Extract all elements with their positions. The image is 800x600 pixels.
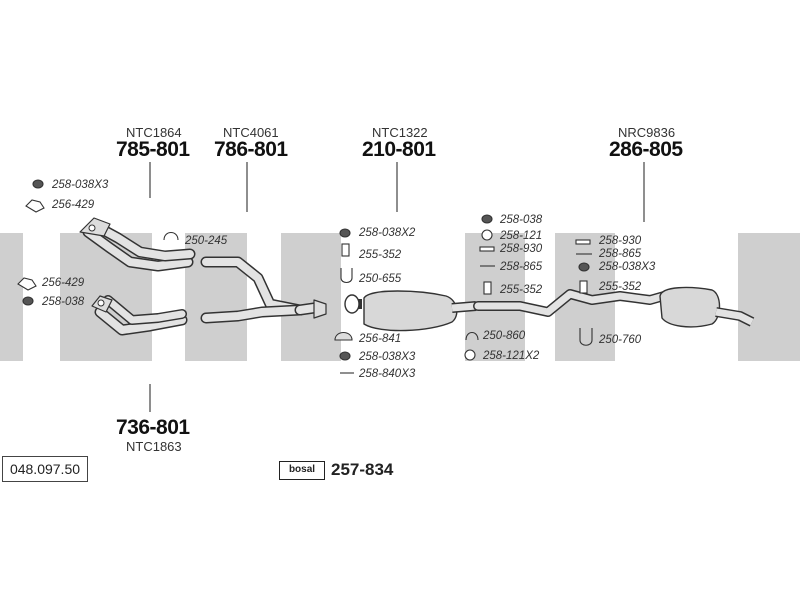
- fitting-label: 258-865: [500, 261, 543, 273]
- gasket-icon: [25, 199, 45, 213]
- reference-number: 048.097.50: [2, 456, 88, 482]
- clamp-icon: [465, 331, 479, 341]
- fitting-label: 258-038X3: [52, 179, 109, 191]
- nut-icon: [578, 262, 590, 272]
- part-number: 736-801: [116, 416, 190, 439]
- fitting-label: 250-860: [483, 330, 526, 342]
- nut-icon: [32, 179, 44, 189]
- fitting-label: 255-352: [599, 281, 642, 293]
- watermark: [0, 233, 800, 361]
- u-bolt-icon: [579, 328, 593, 346]
- ntc-code: NRC9836: [618, 125, 676, 140]
- y-pipe-786-801: [200, 256, 327, 324]
- part-number: 210-801: [362, 138, 436, 161]
- clamp-icon: [163, 231, 179, 241]
- part-number: 286-805: [609, 138, 683, 161]
- fitting-icons: [17, 179, 593, 374]
- fitting-label: 258-038X3: [359, 351, 416, 363]
- ring-icon: [481, 229, 493, 241]
- nut-icon: [481, 214, 493, 224]
- ntc-code: NTC4061: [223, 125, 279, 140]
- fitting-label: 250-760: [599, 334, 642, 346]
- rubber-mount-icon: [579, 280, 588, 294]
- fitting-label: 250-655: [359, 273, 402, 285]
- ntc-code: NTC1322: [372, 125, 428, 140]
- front-pipe-736-801: [91, 295, 188, 336]
- rear-silencer-286-805: [659, 286, 755, 328]
- part-number: 786-801: [214, 138, 288, 161]
- rubber-mount-icon: [483, 281, 492, 295]
- intermediate-pipe: [473, 289, 669, 317]
- ntc-code: NTC1863: [126, 439, 182, 454]
- fitting-label: 258-865: [599, 248, 642, 260]
- gasket-icon: [17, 277, 37, 291]
- fitting-label: 258-930: [500, 243, 543, 255]
- fitting-label: 255-352: [359, 249, 402, 261]
- fitting-label: 258-121X2: [483, 350, 540, 362]
- mount-icon: [334, 331, 353, 341]
- bosal-kit-number: 257-834: [331, 460, 394, 479]
- fitting-label: 258-038: [42, 296, 85, 308]
- ntc-code: NTC1864: [126, 125, 182, 140]
- front-pipe-785-801: [79, 217, 196, 272]
- leader-lines: [149, 162, 645, 412]
- nut-icon: [22, 296, 34, 306]
- fitting-label: 258-121: [500, 230, 543, 242]
- fitting-label: 258-038X3: [599, 261, 656, 273]
- fitting-label: 258-840X3: [359, 368, 416, 380]
- rubber-mount-icon: [341, 243, 350, 257]
- fitting-label: 258-038: [500, 214, 543, 226]
- ring-icon: [464, 349, 476, 361]
- fitting-label: 256-429: [42, 277, 85, 289]
- nut-icon: [339, 351, 351, 361]
- fitting-label: 256-841: [359, 333, 402, 345]
- fitting-label: 258-038X2: [359, 227, 416, 239]
- fitting-label: 255-352: [500, 284, 543, 296]
- centre-silencer-210-801: [344, 290, 477, 332]
- strap-icon: [575, 239, 591, 245]
- nut-icon: [339, 228, 351, 238]
- part-number: 785-801: [116, 138, 190, 161]
- fitting-label: 258-930: [599, 235, 642, 247]
- bosal-logo: bosal: [279, 461, 325, 480]
- u-bolt-icon: [340, 268, 353, 284]
- fitting-label: 250-245: [185, 235, 228, 247]
- fitting-label: 256-429: [52, 199, 95, 211]
- strap-icon: [479, 246, 495, 252]
